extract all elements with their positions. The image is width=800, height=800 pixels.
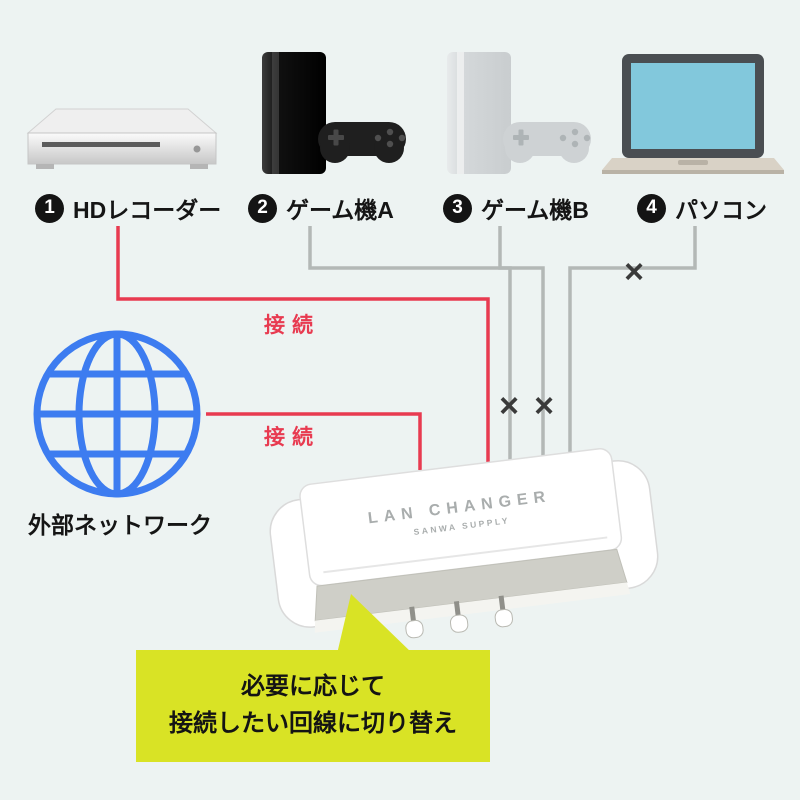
device-bottom-lip bbox=[314, 582, 631, 633]
globe-icon bbox=[33, 330, 201, 498]
device-2-label: 2 ゲーム機A bbox=[248, 191, 394, 225]
device-2-number-badge: 2 bbox=[248, 193, 277, 223]
line-game-a-disconnected bbox=[308, 226, 512, 462]
toggle-switch-2[interactable] bbox=[403, 606, 424, 639]
lan-changer-device: LAN CHANGER SANWA SUPPLY bbox=[269, 448, 659, 643]
callout-pointer bbox=[337, 594, 413, 654]
console-b-tower bbox=[447, 52, 511, 174]
disconnect-mark-game-a: × bbox=[499, 387, 519, 425]
callout-line-1: 必要に応じて bbox=[241, 673, 385, 701]
device-1-number-badge: 1 bbox=[35, 193, 64, 223]
line-network-connected bbox=[206, 412, 422, 470]
power-button-icon bbox=[193, 145, 201, 153]
laptop-screen bbox=[631, 63, 755, 149]
device-2-name: ゲーム機A bbox=[286, 197, 394, 223]
device-4-label: 4 パソコン bbox=[637, 191, 767, 225]
line-game-b-disconnected bbox=[498, 226, 545, 458]
callout-line-2: 接続したい回線に切り替え bbox=[169, 710, 457, 737]
recorder-front-face bbox=[27, 132, 217, 165]
console-a-tower bbox=[262, 52, 326, 174]
disconnect-mark-game-b: × bbox=[534, 387, 554, 425]
recorder-foot bbox=[36, 164, 54, 169]
laptop-illustration bbox=[602, 54, 784, 174]
device-4-number-badge: 4 bbox=[637, 193, 666, 223]
device-3-name: ゲーム機B bbox=[481, 197, 589, 223]
line-recorder-connected bbox=[116, 226, 490, 465]
disc-slot bbox=[42, 142, 160, 147]
callout-bubble: 必要に応じて 接続したい回線に切り替え bbox=[136, 650, 490, 762]
console-a-highlight bbox=[272, 52, 279, 174]
laptop-base-edge bbox=[602, 170, 784, 174]
toggle-switch-3[interactable] bbox=[448, 600, 469, 633]
toggle-switch-4[interactable] bbox=[493, 595, 514, 628]
connected-label-recorder: 接続 bbox=[264, 314, 320, 337]
device-4-name: パソコン bbox=[675, 197, 767, 223]
game-console-b-illustration bbox=[447, 52, 591, 174]
external-network-label: 外部ネットワーク bbox=[28, 512, 212, 538]
device-3-number-badge: 3 bbox=[443, 193, 472, 223]
line-pc-disconnected bbox=[568, 226, 697, 455]
disconnect-mark-pc: × bbox=[624, 253, 644, 291]
gamepad-b-icon bbox=[503, 122, 591, 163]
recorder-top-face bbox=[26, 108, 218, 134]
game-console-a-illustration bbox=[262, 52, 406, 174]
device-3-label: 3 ゲーム機B bbox=[443, 191, 589, 225]
device-1-label: 1 HDレコーダー bbox=[35, 191, 221, 225]
device-1-name: HDレコーダー bbox=[73, 197, 222, 223]
recorder-foot bbox=[190, 164, 208, 169]
console-b-highlight bbox=[457, 52, 464, 174]
hd-recorder-illustration bbox=[26, 108, 218, 169]
connected-label-network: 接続 bbox=[264, 426, 320, 449]
laptop-trackpad bbox=[678, 160, 708, 165]
gamepad-a-icon bbox=[318, 122, 406, 163]
